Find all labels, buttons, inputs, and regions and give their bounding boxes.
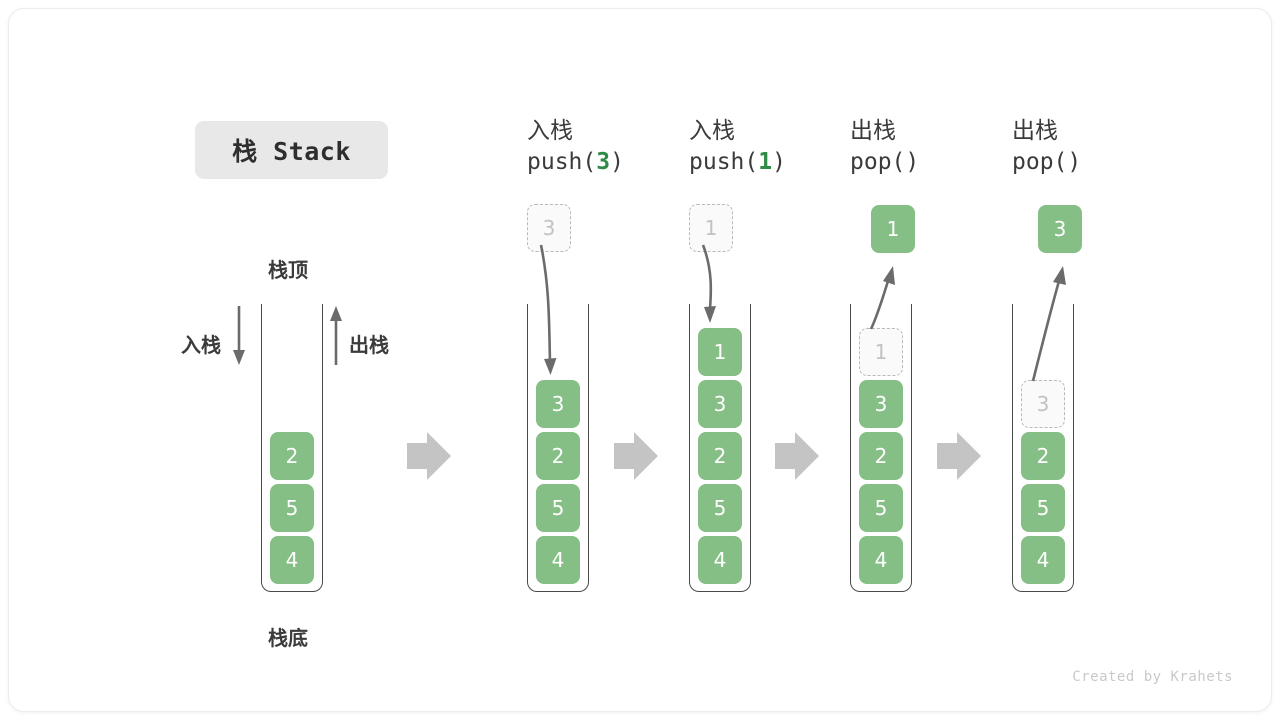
code-prefix: pop( xyxy=(850,149,906,176)
step-arrow-3 xyxy=(775,432,819,480)
stack-element: 2 xyxy=(270,432,314,480)
floating-element-popped: 3 xyxy=(1038,205,1082,253)
diagram-card: 栈 Stack 栈顶 栈底 入栈 出栈 2 5 4 入栈 push(3) 3 3… xyxy=(8,8,1272,712)
floating-element-ghost: 3 xyxy=(527,204,571,252)
stack-element: 2 xyxy=(536,432,580,480)
stack-element: 4 xyxy=(859,536,903,584)
column-heading-code: pop() xyxy=(1012,147,1182,178)
code-prefix: push( xyxy=(527,149,597,176)
stack-tube-push-3 xyxy=(527,304,589,592)
column-heading-code: push(3) xyxy=(527,147,697,178)
stack-element: 2 xyxy=(698,432,742,480)
arrows-overlay xyxy=(233,244,1066,480)
stack-tube-initial xyxy=(261,304,323,592)
credit-text: Created by Krahets xyxy=(1072,669,1233,685)
column-heading-cn: 入栈 xyxy=(689,118,735,144)
column-heading-cn: 入栈 xyxy=(527,118,573,144)
push-direction-label: 入栈 xyxy=(181,333,221,357)
column-heading-code: pop() xyxy=(850,147,1020,178)
stack-element: 5 xyxy=(1021,484,1065,532)
stack-element: 4 xyxy=(270,536,314,584)
stack-element: 2 xyxy=(859,432,903,480)
stack-top-label: 栈顶 xyxy=(268,258,308,282)
column-heading-pop-3: 出栈 pop() xyxy=(1012,116,1182,178)
stack-bottom-label: 栈底 xyxy=(268,626,308,650)
floating-element-ghost: 1 xyxy=(689,204,733,252)
code-suffix: ) xyxy=(905,149,920,176)
stack-element: 5 xyxy=(859,484,903,532)
stack-element: 4 xyxy=(698,536,742,584)
stack-element: 5 xyxy=(536,484,580,532)
code-arg: 1 xyxy=(758,149,773,176)
stack-element: 3 xyxy=(698,380,742,428)
pop-direction-arrow xyxy=(330,306,342,365)
stack-element: 4 xyxy=(536,536,580,584)
diagram-title: 栈 Stack xyxy=(195,121,388,179)
code-prefix: pop( xyxy=(1012,149,1068,176)
floating-element-popped: 1 xyxy=(871,205,915,253)
stack-element: 4 xyxy=(1021,536,1065,584)
code-prefix: push( xyxy=(689,149,759,176)
stack-element: 1 xyxy=(698,328,742,376)
code-suffix: ) xyxy=(610,149,624,176)
pop-direction-label: 出栈 xyxy=(349,333,389,357)
code-suffix: ) xyxy=(1067,149,1082,176)
step-arrow-4 xyxy=(937,432,981,480)
stack-element-removed: 1 xyxy=(859,328,903,376)
code-arg: 3 xyxy=(596,149,611,176)
code-suffix: ) xyxy=(772,149,786,176)
push-direction-arrow xyxy=(233,306,245,365)
step-arrow-1 xyxy=(407,432,451,480)
stack-tube-push-1 xyxy=(689,304,751,592)
stack-element: 3 xyxy=(536,380,580,428)
stack-element: 2 xyxy=(1021,432,1065,480)
stack-tube-pop-1 xyxy=(850,304,912,592)
stack-element: 3 xyxy=(859,380,903,428)
stack-element: 5 xyxy=(698,484,742,532)
column-heading-code: push(1) xyxy=(689,147,859,178)
column-heading-push-3: 入栈 push(3) xyxy=(527,116,697,178)
column-heading-cn: 出栈 xyxy=(850,118,896,144)
column-heading-pop-1: 出栈 pop() xyxy=(850,116,1020,178)
column-heading-cn: 出栈 xyxy=(1012,118,1058,144)
stack-tube-pop-3 xyxy=(1012,304,1074,592)
stack-element: 5 xyxy=(270,484,314,532)
column-heading-push-1: 入栈 push(1) xyxy=(689,116,859,178)
step-arrow-2 xyxy=(614,432,658,480)
stack-element-removed: 3 xyxy=(1021,380,1065,428)
